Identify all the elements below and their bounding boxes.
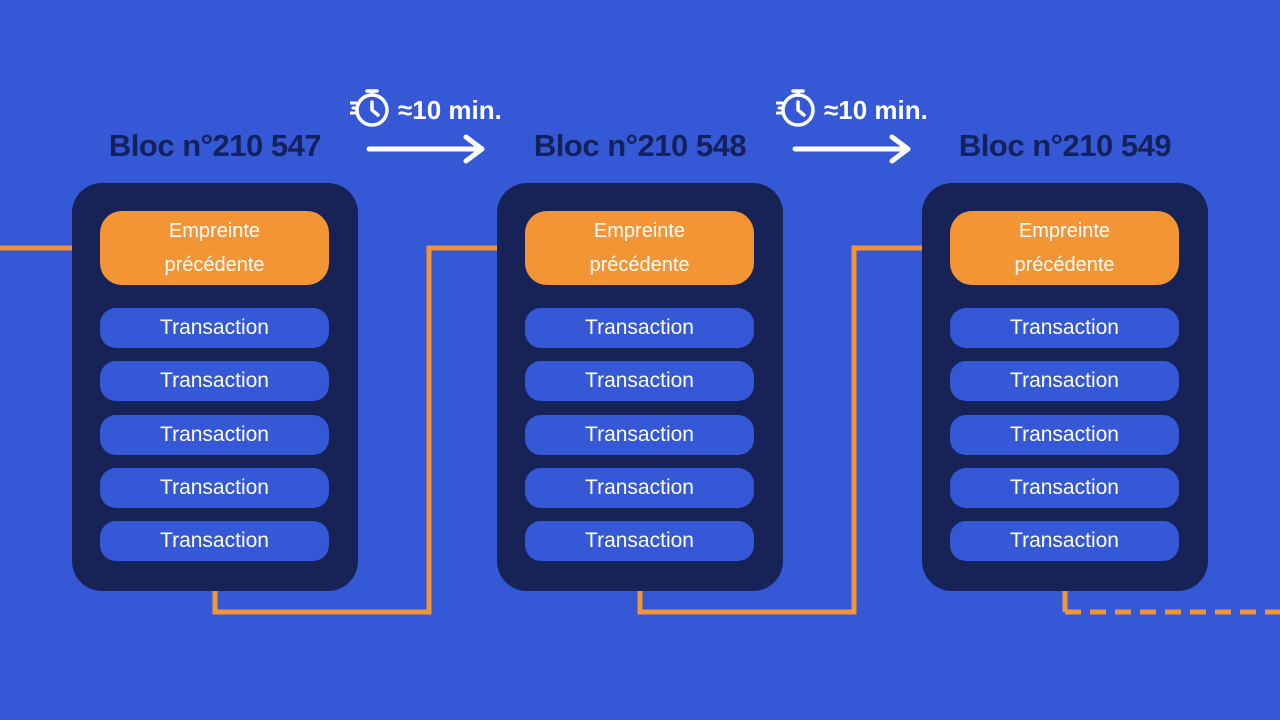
time-arrow-1 bbox=[366, 134, 485, 164]
stopwatch-icon bbox=[775, 86, 818, 135]
timer-label: ≈10 min. bbox=[824, 94, 928, 125]
stopwatch-icon bbox=[349, 86, 392, 135]
hash-label-line2: précédente bbox=[589, 254, 690, 276]
hash-label-line1: Empreinte bbox=[168, 220, 261, 242]
block-210548: Empreinte précédente Transaction Transac… bbox=[497, 183, 783, 591]
transaction: Transaction bbox=[100, 308, 329, 348]
transaction: Transaction bbox=[100, 468, 329, 508]
timer-label: ≈10 min. bbox=[398, 94, 502, 125]
transaction: Transaction bbox=[100, 521, 329, 561]
timer-1: ≈10 min. bbox=[349, 86, 502, 135]
hash-label-line1: Empreinte bbox=[593, 220, 686, 242]
transaction: Transaction bbox=[950, 521, 1179, 561]
link-2-3 bbox=[637, 245, 946, 615]
block-title: Bloc n°210 547 bbox=[108, 128, 322, 163]
transaction: Transaction bbox=[525, 468, 754, 508]
block-210547: Empreinte précédente Transaction Transac… bbox=[72, 183, 358, 591]
block-title: Bloc n°210 548 bbox=[533, 128, 747, 163]
transaction: Transaction bbox=[525, 308, 754, 348]
transaction: Transaction bbox=[100, 415, 329, 455]
timer-2: ≈10 min. bbox=[775, 86, 928, 135]
transaction: Transaction bbox=[525, 415, 754, 455]
hash-label-line1: Empreinte bbox=[1018, 220, 1111, 242]
transaction: Transaction bbox=[525, 521, 754, 561]
previous-hash: Empreinte précédente bbox=[525, 211, 754, 285]
transaction: Transaction bbox=[525, 361, 754, 401]
link-1-2 bbox=[212, 245, 521, 615]
hash-label-line2: précédente bbox=[1014, 254, 1115, 276]
transaction: Transaction bbox=[950, 468, 1179, 508]
transaction: Transaction bbox=[950, 308, 1179, 348]
previous-hash: Empreinte précédente bbox=[950, 211, 1179, 285]
block-210549: Empreinte précédente Transaction Transac… bbox=[922, 183, 1208, 591]
block-title: Bloc n°210 549 bbox=[958, 128, 1172, 163]
time-arrow-2 bbox=[792, 134, 911, 164]
transaction: Transaction bbox=[100, 361, 329, 401]
transaction: Transaction bbox=[950, 415, 1179, 455]
previous-hash: Empreinte précédente bbox=[100, 211, 329, 285]
transaction: Transaction bbox=[950, 361, 1179, 401]
hash-label-line2: précédente bbox=[164, 254, 265, 276]
